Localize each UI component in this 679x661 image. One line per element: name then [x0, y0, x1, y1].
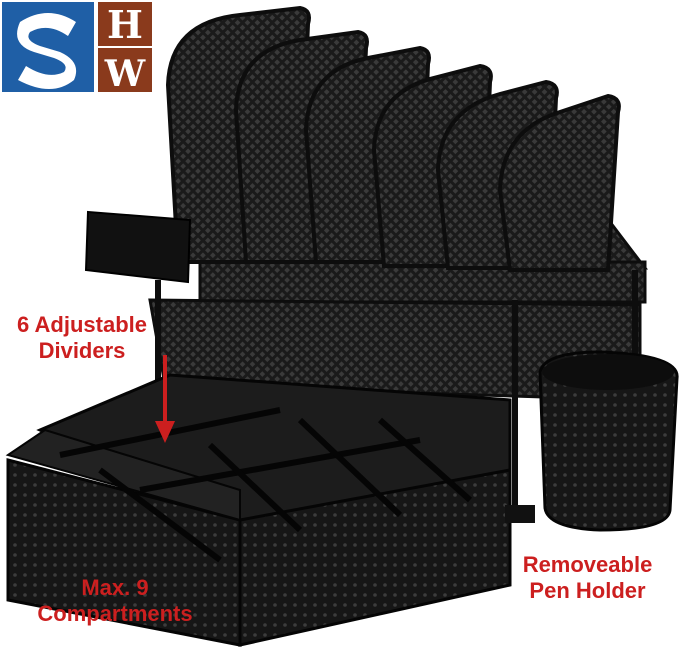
- pen-holder: [538, 350, 679, 532]
- mesh-dividers: [165, 5, 621, 272]
- bottom-drawer: [5, 373, 512, 647]
- callout-pen-holder-line2: Pen Holder: [529, 578, 646, 603]
- shw-logo: H W: [2, 2, 152, 95]
- arrow-icon: [155, 355, 175, 443]
- label-plate: [84, 210, 192, 284]
- compartment-walls: [59, 407, 472, 563]
- svg-text:H: H: [107, 2, 143, 47]
- foot: [505, 505, 535, 523]
- callout-compartments-line1: Max. 9: [81, 575, 149, 600]
- callout-pen-holder-line1: Removeable: [522, 552, 653, 577]
- callout-compartments: Max. 9 Compartments: [10, 575, 220, 627]
- callout-dividers-line2: Dividers: [38, 338, 126, 363]
- callout-dividers-line1: 6 Adjustable: [17, 312, 147, 337]
- callout-dividers: 6 Adjustable Dividers: [4, 312, 160, 364]
- svg-text:W: W: [104, 53, 146, 95]
- callout-compartments-line2: Compartments: [37, 601, 193, 626]
- callout-pen-holder: Removeable Pen Holder: [500, 552, 675, 604]
